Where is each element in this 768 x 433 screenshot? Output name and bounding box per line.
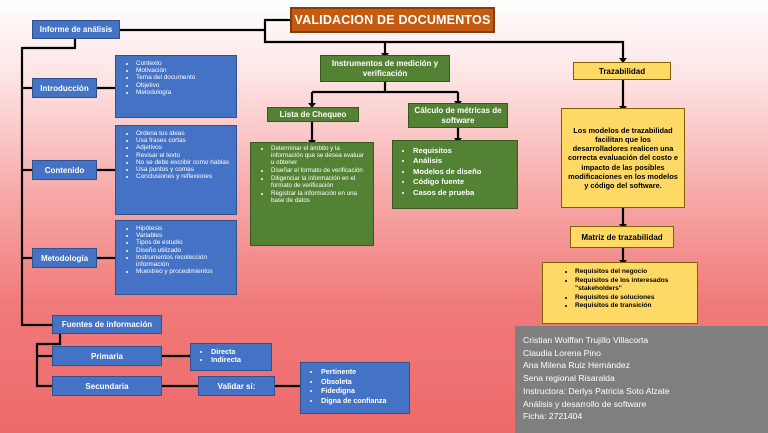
credit-line: Instructora: Derlys Patricia Soto Alzate [523,385,670,396]
list-item: Modelos de diseño [413,167,513,177]
list-item: Requisitos de los interesados "stakehold… [575,277,693,294]
list-item: Ordena tus ideas [136,130,232,137]
credit-line: Claudia Lorena Pino [523,347,601,358]
credit-line: Ficha: 2721404 [523,411,583,422]
calculo-metricas-node: Cálculo de métricas de software [408,103,508,128]
list-item: No se debe escribir como hablas [136,159,232,166]
secundaria-node: Secundaria [52,376,162,396]
matriz-node: Matriz de trazabilidad [570,226,674,248]
list-item: Contexto [136,60,232,67]
trazabilidad-node: Trazabilidad [573,62,671,80]
credits-panel: Cristian Wolffan Trujillo Villacorta Cla… [515,326,768,433]
list-item: Registrar la información en una base de … [271,190,369,205]
list-item: Casos de prueba [413,188,513,198]
list-item: Usa frases cortas [136,137,232,144]
introduccion-node: Introducción [32,78,97,98]
list-item: Código fuente [413,177,513,187]
credit-line: Sena regional Risaralda [523,373,615,384]
trazabilidad-description: Los modelos de trazabilidad facilitan qu… [561,108,685,208]
introduccion-list: Contexto Motivación Tema del documento O… [115,55,237,118]
list-item: Tipos de estudio [136,239,232,246]
list-item: Adjetivos [136,144,232,151]
list-item: Indirecta [211,355,267,364]
list-item: Muestreo y procedimientos [136,268,232,275]
credit-line: Cristian Wolffan Trujillo Villacorta [523,335,649,345]
list-item: Diseño utilizado [136,247,232,254]
list-item: Diligenciar la información en el formato… [271,175,369,190]
list-item: Requisitos de soluciones [575,294,693,303]
list-item: Determinar el ámbito y la información qu… [271,145,369,167]
list-item: Instrumentos recolección información [136,254,232,268]
list-item: Variables [136,232,232,239]
lista-chequeo-node: Lista de Chequeo [267,107,359,122]
list-item: Requisitos de transición [575,302,693,311]
list-item: Revisar el texto [136,152,232,159]
instrumentos-node: Instrumentos de medición y verificación [320,55,450,82]
list-item: Motivación [136,67,232,74]
matriz-list: Requisitos del negocio Requisitos de los… [542,262,698,324]
fuentes-node: Fuentes de información [52,315,162,334]
credit-line: Ana Milena Ruiz Hernández [523,360,631,371]
list-item: Fidedigna [321,386,405,396]
calculo-metricas-list: Requisitos Análisis Modelos de diseño Có… [392,140,518,209]
contenido-node: Contenido [32,160,97,180]
list-item: Pertinente [321,367,405,377]
informe-node: Informe de análisis [32,20,120,39]
contenido-list: Ordena tus ideas Usa frases cortas Adjet… [115,125,237,215]
list-item: Requisitos [413,146,513,156]
credit-line: Análisis y desarrollo de software [523,398,647,409]
list-item: Análisis [413,156,513,166]
list-item: Obsoleta [321,377,405,387]
list-item: Conclusiones y reflexiones [136,173,232,180]
primaria-node: Primaria [52,346,162,366]
lista-chequeo-list: Determinar el ámbito y la información qu… [250,142,374,246]
metodologia-list: Hipótesis Variables Tipos de estudio Dis… [115,220,237,295]
list-item: Requisitos del negocio [575,268,693,277]
list-item: Digna de confianza [321,396,405,406]
page-title: VALIDACION DE DOCUMENTOS [290,7,495,33]
list-item: Hipótesis [136,225,232,232]
list-item: Diseñar el formato de verificación [271,167,369,175]
primaria-list: Directa Indirecta [190,343,272,371]
list-item: Directa [211,347,267,356]
validar-list: Pertinente Obsoleta Fidedigna Digna de c… [300,362,410,414]
list-item: Usa puntos y comas [136,166,232,173]
list-item: Tema del documento [136,74,232,81]
metodologia-node: Metodología [32,248,97,268]
list-item: Metodología [136,89,232,96]
list-item: Objetivo [136,82,232,89]
validar-node: Validar si: [198,376,275,396]
